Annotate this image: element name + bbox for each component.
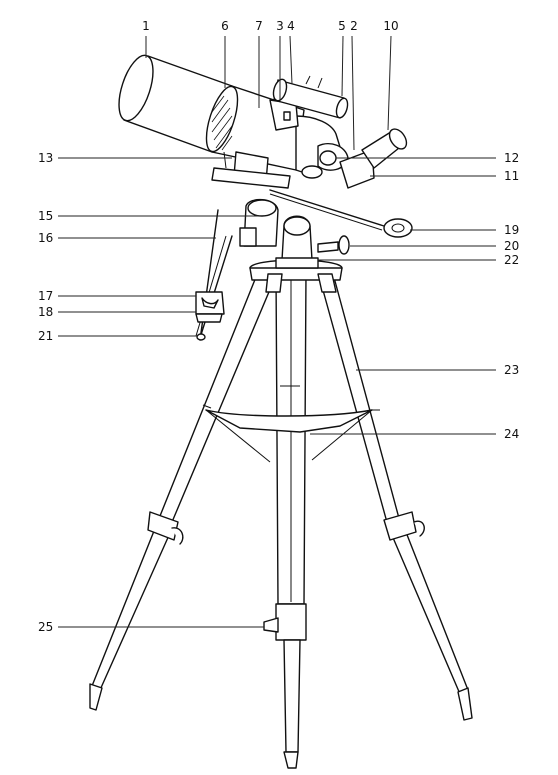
tripod-leg-center — [263, 271, 307, 769]
callout-25: 25 — [38, 620, 53, 634]
leader-lines — [58, 35, 496, 628]
accessory-tray — [205, 409, 373, 463]
callout-13: 13 — [38, 151, 53, 165]
tripod-head — [249, 259, 343, 293]
callout-6: 6 — [221, 19, 229, 33]
callout-3: 3 — [276, 19, 284, 33]
telescope-optical-tube — [118, 54, 408, 189]
callout-20: 20 — [504, 239, 519, 253]
tripod — [89, 259, 473, 769]
callout-2: 2 — [350, 19, 358, 33]
callout-18: 18 — [38, 305, 53, 319]
callout-24: 24 — [504, 427, 519, 441]
callout-21: 21 — [38, 329, 53, 343]
callout-11: 11 — [504, 169, 519, 183]
callout-16: 16 — [38, 231, 53, 245]
callout-12: 12 — [504, 151, 519, 165]
callout-7: 7 — [255, 19, 263, 33]
callout-17: 17 — [38, 289, 53, 303]
callout-23: 23 — [504, 363, 519, 377]
callout-22: 22 — [504, 253, 519, 267]
tripod-leg-left — [89, 271, 275, 711]
callout-5: 5 — [338, 19, 346, 33]
equatorial-mount — [195, 189, 413, 341]
callout-1: 1 — [142, 19, 150, 33]
callout-19: 19 — [504, 223, 519, 237]
callout-labels: 1 6 7 3 4 5 2 10 13 12 11 15 16 19 20 22… — [38, 19, 519, 634]
callout-15: 15 — [38, 209, 53, 223]
callout-10: 10 — [383, 19, 398, 33]
tripod-leg-right — [317, 269, 473, 721]
callout-4: 4 — [287, 19, 295, 33]
